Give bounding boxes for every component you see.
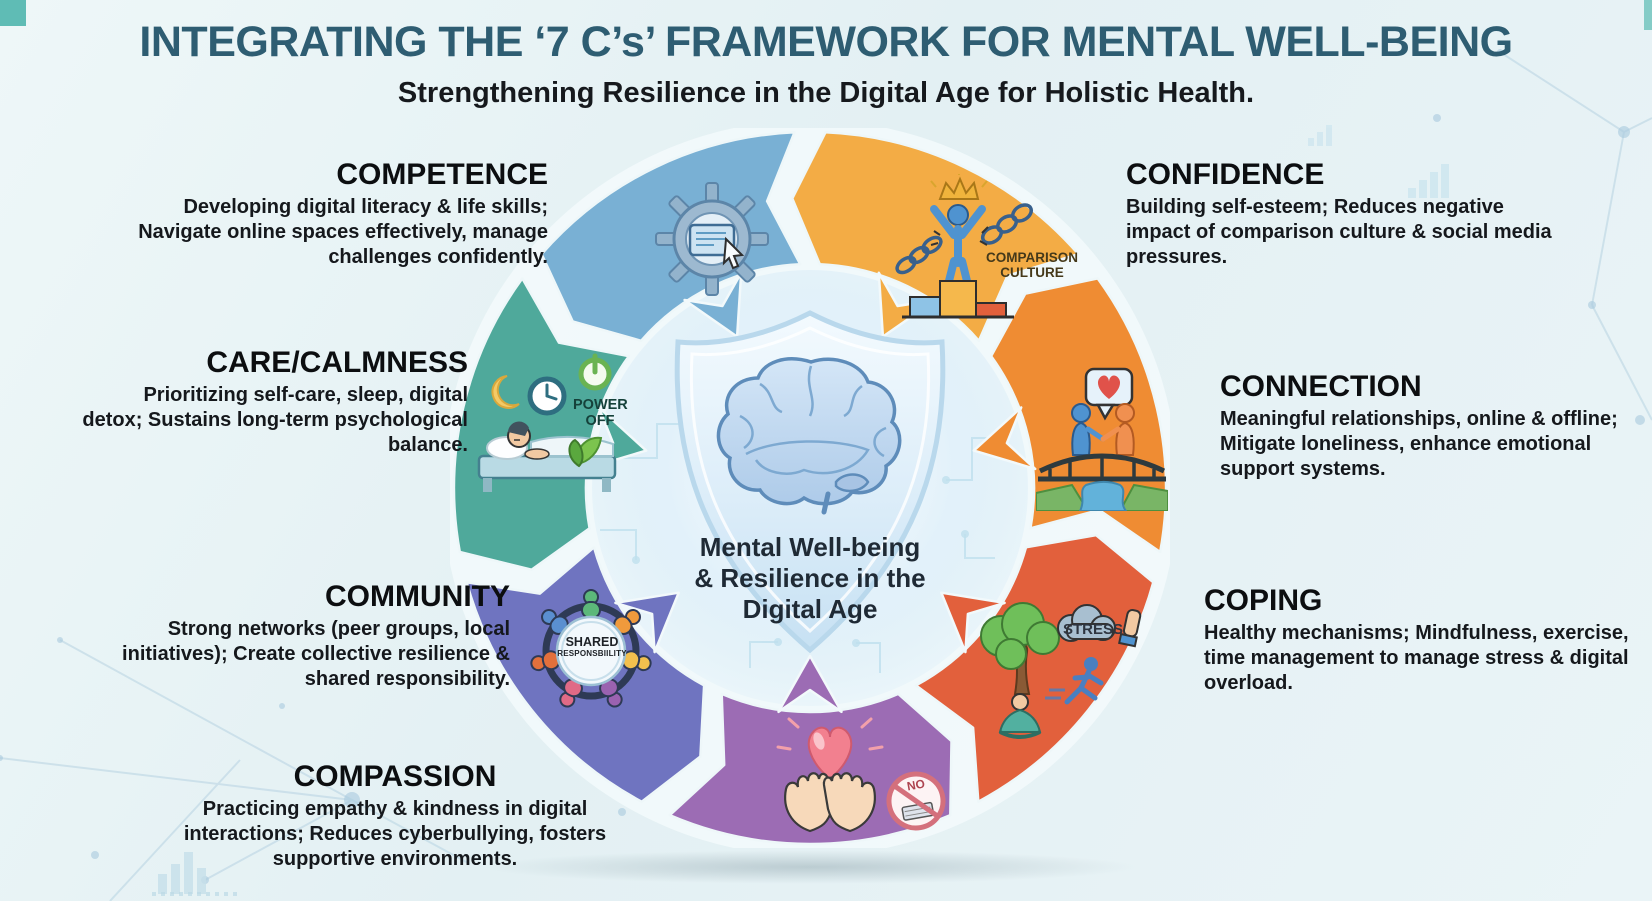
people-circle-icon: SHARED RESPONSBIILITY — [528, 588, 655, 715]
stress-cloud-icon — [1057, 604, 1116, 642]
leaf-icon — [568, 436, 603, 468]
section-description: Meaningful relationships, online & offli… — [1220, 408, 1618, 480]
inward-arrow-competence — [683, 271, 743, 338]
wheel-segment-care — [452, 277, 631, 571]
section-description: Healthy mechanisms; Mindfulness, exercis… — [1204, 622, 1629, 694]
wheel-shadow — [480, 850, 1140, 884]
power-off-icon — [578, 353, 612, 391]
pushing-hand-icon — [1118, 609, 1142, 648]
bar-chart-icon — [1308, 125, 1332, 146]
shield-inner-border — [689, 326, 931, 634]
comparison-culture-label: COMPARISON CULTURE — [985, 250, 1078, 280]
person-crown-breaking-chains-podium-icon: COMPARISON CULTURE — [888, 173, 1080, 345]
people-ring — [530, 589, 652, 708]
section-heading: COMMUNITY — [325, 580, 510, 613]
section-connection: CONNECTION Meaningful relationships, onl… — [1220, 370, 1640, 481]
section-compassion: COMPASSION Practicing empathy & kindness… — [160, 760, 630, 871]
section-competence: COMPETENCE Developing digital literacy &… — [128, 158, 548, 269]
sleeping-person-moon-clock-power-off-leaf-icon: POWER OFF — [473, 348, 628, 500]
inward-arrow-connection — [972, 406, 1037, 471]
section-community: COMMUNITY Strong networks (peer groups, … — [118, 580, 510, 691]
center-label-line: & Resilience in the — [694, 563, 926, 594]
river-icon — [1078, 481, 1128, 511]
inward-arrow-compassion — [777, 654, 843, 714]
section-description: Building self-esteem; Reduces negative i… — [1126, 196, 1552, 268]
hands-holding-heart-no-sign-icon: NO — [758, 713, 950, 835]
stress-label: STRESS — [1063, 621, 1124, 638]
section-heading: COMPETENCE — [336, 158, 548, 191]
section-heading: COMPASSION — [293, 760, 497, 793]
tree-icon — [980, 602, 1060, 695]
inward-arrow-coping — [940, 591, 1006, 654]
moon-icon — [491, 375, 520, 409]
power-off-label: POWER OFF — [573, 397, 628, 429]
center-label-line: Mental Well-being — [699, 532, 921, 562]
teal-corner-square — [0, 0, 26, 26]
section-confidence: CONFIDENCE Building self-esteem; Reduces… — [1126, 158, 1566, 269]
seven-cs-wheel: Mental Well-being & Resilience in the Di… — [450, 128, 1170, 848]
page-subtitle: Strengthening Resilience in the Digital … — [397, 77, 1255, 109]
section-description: Strong networks (peer groups, local init… — [122, 618, 510, 690]
people-handshake-bridge-heart-icon — [1036, 361, 1168, 511]
inward-arrow-community — [614, 591, 680, 654]
bridge-icon — [1038, 453, 1166, 482]
section-coping: COPING Healthy mechanisms; Mindfulness, … — [1204, 584, 1634, 695]
wheel-segment-coping — [914, 533, 1155, 803]
section-heading: CONFIDENCE — [1126, 158, 1325, 191]
section-heading: CONNECTION — [1220, 370, 1422, 403]
podium-icon — [902, 280, 1014, 319]
section-description: Developing digital literacy & life skill… — [138, 196, 548, 268]
gear-screen-cursor-icon — [650, 173, 774, 301]
heart-icon — [1097, 375, 1121, 399]
meditating-person-icon — [998, 693, 1042, 739]
section-heading: CARE/CALMNESS — [206, 346, 468, 379]
cursor-icon — [722, 236, 745, 270]
dotted-line-decoration — [152, 892, 237, 896]
center-label-line: Digital Age — [742, 594, 878, 625]
section-description: Practicing empathy & kindness in digital… — [183, 798, 607, 870]
section-heading: COPING — [1204, 584, 1323, 617]
broken-chain-icon — [895, 203, 1034, 275]
shared-responsibility-label: SHARED RESPONSBIILITY — [557, 635, 627, 658]
page-title: INTEGRATING THE ‘7 C’s’ FRAMEWORK FOR ME… — [139, 18, 1513, 66]
section-care-calmness: CARE/CALMNESS Prioritizing self-care, sl… — [78, 346, 468, 457]
hands-icon — [784, 772, 876, 833]
clock-icon — [527, 376, 567, 416]
no-sign-icon — [886, 771, 946, 831]
runner-icon — [1064, 657, 1104, 705]
section-description: Prioritizing self-care, sleep, digital d… — [82, 384, 468, 456]
center-label: Mental Well-being & Resilience in the Di… — [670, 532, 950, 626]
teal-corner-square — [1644, 0, 1652, 30]
wheel-segment-compassion — [668, 692, 953, 846]
brain-icon — [716, 357, 902, 515]
tree-meditation-runner-stress-cloud-icon: STRESS — [963, 598, 1150, 745]
crown-icon — [938, 176, 980, 200]
